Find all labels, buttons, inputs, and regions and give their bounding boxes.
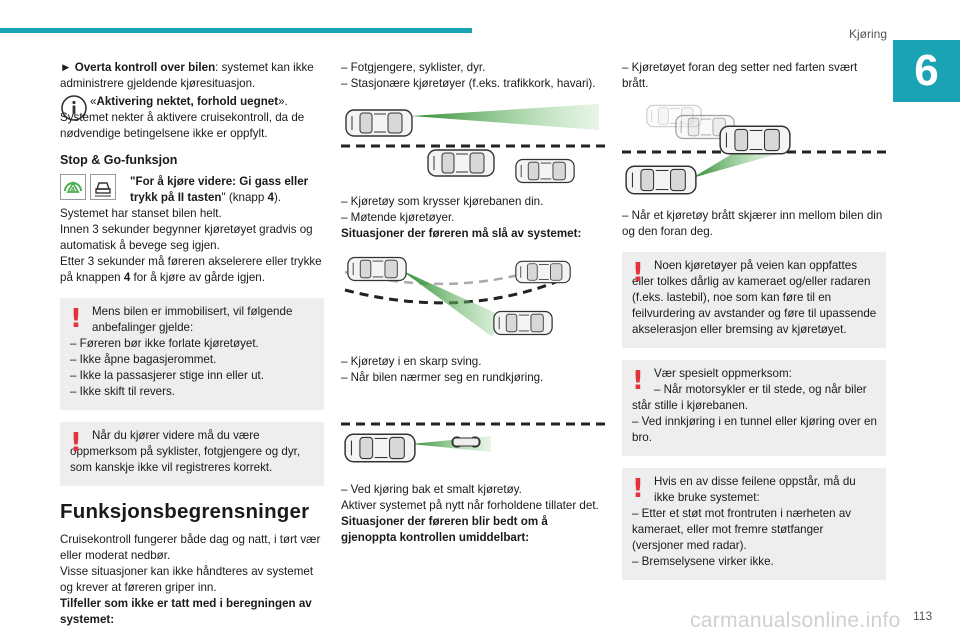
stopgo-line-1: Systemet har stanset bilen helt.: [60, 207, 222, 220]
info-note: «Aktivering nektet, forhold uegnet». Sys…: [60, 94, 305, 140]
limitations-heading: Funksjonsbegrensninger: [60, 500, 310, 523]
warning-note-restart: ! Når du kjører videre må du være oppmer…: [60, 422, 324, 486]
column-3: – Kjøretøyet foran deg setter ned farten…: [622, 60, 886, 592]
warning-note-faults: ! Hvis en av disse feilene oppstår, må d…: [622, 468, 886, 580]
stopgo-message: A "For å kjøre videre: Gi gass eller try…: [60, 174, 324, 206]
column-2: – Fotgjengere, syklister, dyr. – Stasjon…: [341, 60, 605, 546]
warning-note-immobilised: ! Mens bilen er immobilisert, vil følgen…: [60, 298, 324, 410]
stopgo-line-3: Etter 3 sekunder må føreren akselerere e…: [60, 255, 322, 284]
warning-note-attention: ! Vær spesielt oppmerksom: – Når motorsy…: [622, 360, 886, 456]
warning-icon: !: [632, 366, 644, 396]
warning-icon: !: [70, 428, 82, 458]
illustration-sharp-bend: [341, 250, 605, 346]
vehicle-ahead-icon: [90, 174, 116, 200]
info-icon: [60, 94, 88, 127]
warning-icon: !: [70, 304, 82, 334]
page-number: 113: [913, 609, 933, 623]
section-title: Kjøring: [848, 27, 887, 41]
column-1: ► Overta kontroll over bilen: systemet k…: [60, 60, 324, 628]
illustration-narrow-vehicle: [341, 394, 605, 474]
warning-icon: !: [632, 474, 644, 504]
take-control-paragraph: ► Overta kontroll over bilen: systemet k…: [60, 61, 314, 90]
cruise-control-icon: A: [60, 174, 86, 200]
top-accent-bar: [0, 28, 472, 33]
svg-text:A: A: [71, 187, 76, 194]
warning-note-detection: ! Noen kjøretøyer på veien kan oppfattes…: [622, 252, 886, 348]
warning-icon: !: [632, 258, 644, 288]
chapter-tab: 6: [893, 40, 960, 102]
stopgo-line-2: Innen 3 sekunder begynner kjøretøyet gra…: [60, 223, 313, 252]
stopgo-heading: Stop & Go-funksjon: [60, 153, 178, 167]
illustration-stationary-vehicles: [341, 100, 605, 186]
illustration-sudden-slowdown: [622, 100, 886, 200]
watermark: carmanualsonline.info: [690, 609, 901, 632]
